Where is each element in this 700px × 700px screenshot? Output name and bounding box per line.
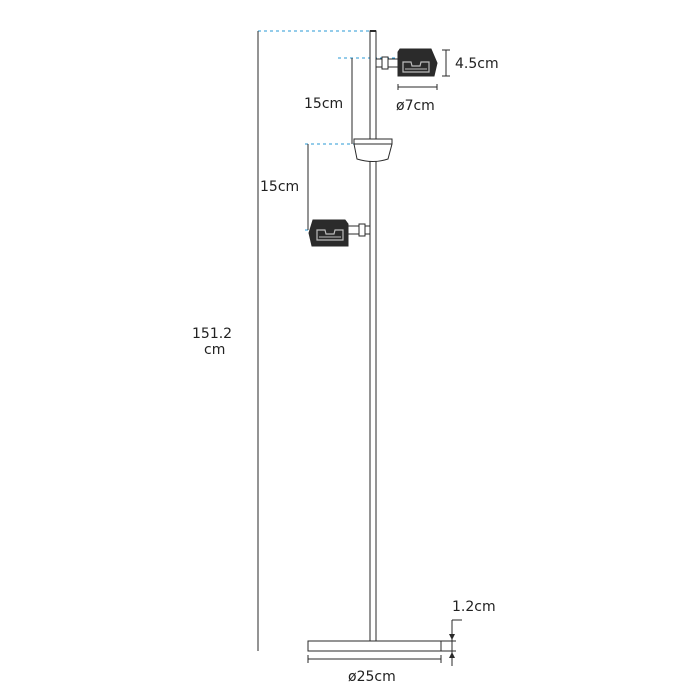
label-base-diameter: ø25cm: [348, 669, 396, 685]
lamp-base: [307, 640, 442, 652]
label-spacing-lower: 15cm: [260, 179, 299, 195]
middle-shade-body: [353, 138, 393, 162]
arrow-down-icon: [449, 634, 455, 640]
floor-lamp: [307, 30, 442, 652]
middle-shade: [353, 138, 393, 162]
label-total-height-unit: cm: [204, 342, 225, 358]
label-spacing-upper: 15cm: [304, 96, 343, 112]
dimension-lines: [257, 31, 462, 666]
arrow-up-icon: [449, 652, 455, 658]
upper-head-joint: [381, 56, 389, 70]
lower-spot-head: [308, 219, 371, 247]
dimension-labels: 4.5cm ø7cm 15cm 15cm 151.2 cm 1.2cm ø25c…: [192, 56, 499, 685]
lamp-pole: [369, 30, 377, 645]
label-total-height-value: 151.2: [192, 326, 232, 342]
lower-head-detail: [316, 229, 344, 241]
label-base-thickness: 1.2cm: [452, 599, 496, 615]
label-lamp-height: 4.5cm: [455, 56, 499, 72]
lower-head-body: [308, 219, 349, 247]
upper-spot-head: [375, 48, 438, 77]
lower-head-joint: [358, 223, 366, 237]
label-lamp-diameter: ø7cm: [396, 98, 435, 114]
base-thickness-arrows: [449, 634, 455, 658]
upper-head-detail: [402, 61, 430, 73]
